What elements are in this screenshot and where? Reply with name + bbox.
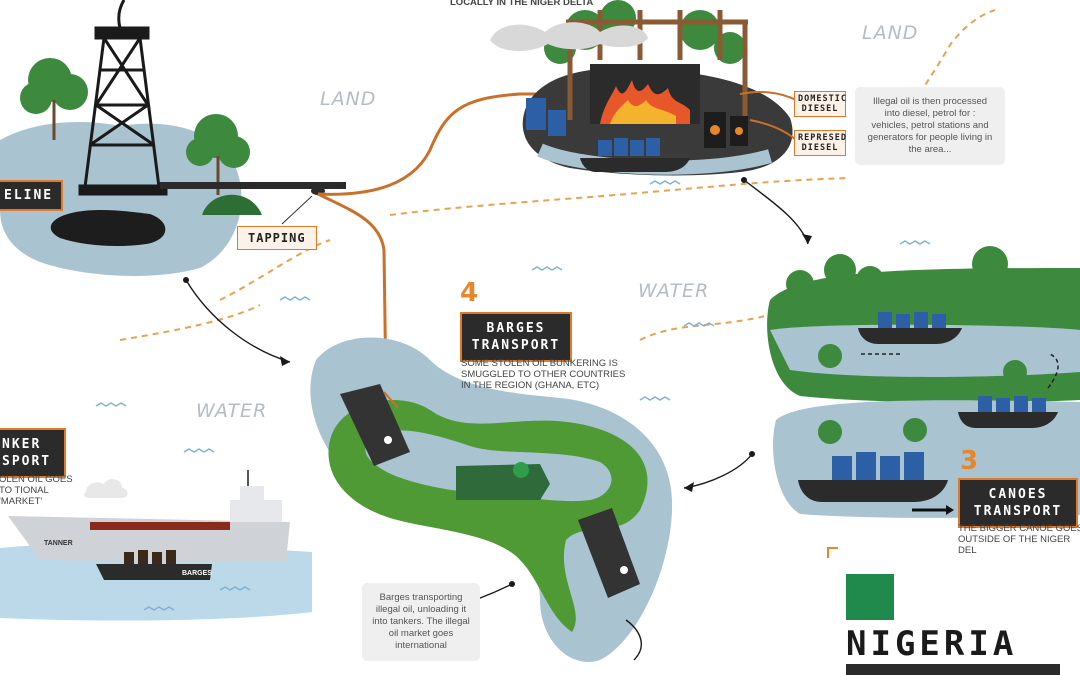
domestic-diesel-tag: DOMESTIC DIESEL [794, 91, 846, 117]
canoes-right [798, 328, 1058, 502]
step3-title-line2: TRANSPORT [973, 504, 1063, 519]
region-water-left: WATER [196, 400, 268, 422]
step3-number: 3 [960, 446, 979, 476]
tap-line-to-barge [317, 192, 388, 393]
step4-number: 4 [460, 278, 479, 308]
barges-center [340, 384, 640, 598]
region-land-left: LAND [320, 88, 377, 110]
tanker-title-line1: NKER [2, 437, 42, 452]
country-title: NIGERIA [846, 624, 1018, 664]
tanker-ship-label: TANNER [44, 540, 73, 547]
step4-title-line2: TRANSPORT [471, 338, 561, 353]
barges-note: Barges transporting illegal oil, unloadi… [362, 583, 480, 661]
palm-trees [786, 246, 1034, 444]
refinery-canoe [580, 158, 690, 172]
tap-line-to-refinery [317, 92, 560, 196]
cloud [83, 479, 128, 498]
region-water-center: WATER [638, 280, 710, 302]
step4-title: BARGES TRANSPORT [460, 312, 572, 362]
nigeria-flag [846, 574, 914, 620]
refinery-barrels [526, 98, 748, 148]
bush-left [202, 194, 262, 215]
refinery-note: Illegal oil is then processed into diese… [855, 87, 1005, 165]
smoke [490, 22, 648, 52]
tanker-barge-label: BARGES [182, 570, 212, 577]
water-waves [95, 180, 931, 611]
canoe-barrels [832, 312, 1046, 480]
step3-caption: THE BIGGER CANOE GOES OUTSIDE OF THE NIG… [958, 523, 1080, 556]
region-land-right: LAND [862, 22, 919, 44]
step3-title: CANOES TRANSPORT [958, 478, 1078, 528]
step4-title-line1: BARGES [486, 321, 546, 336]
oil-derrick [78, 0, 168, 196]
tanker-caption: OLEN OIL GOES TO TIONAL 'MARKET' [0, 474, 73, 507]
oil-spill [50, 210, 166, 246]
tanker-ship [8, 470, 290, 580]
tanker-title: NKER SPORT [0, 428, 66, 478]
tanker-title-line2: SPORT [2, 454, 52, 469]
tapping-label: TAPPING [237, 226, 317, 250]
top-caption: LOCALLY IN THE NIGER DELTA [450, 0, 594, 8]
step4-caption: SOME STOLEN OIL BUNKERING IS SMUGGLED TO… [461, 358, 626, 391]
step3-title-line1: CANOES [988, 487, 1048, 502]
pipeline [160, 182, 346, 189]
sea-bottom-left [0, 543, 312, 621]
pipeline-label: ELINE [0, 180, 64, 211]
represed-diesel-tag: REPRESED DIESEL [794, 130, 846, 156]
trees-top-left [20, 58, 250, 168]
